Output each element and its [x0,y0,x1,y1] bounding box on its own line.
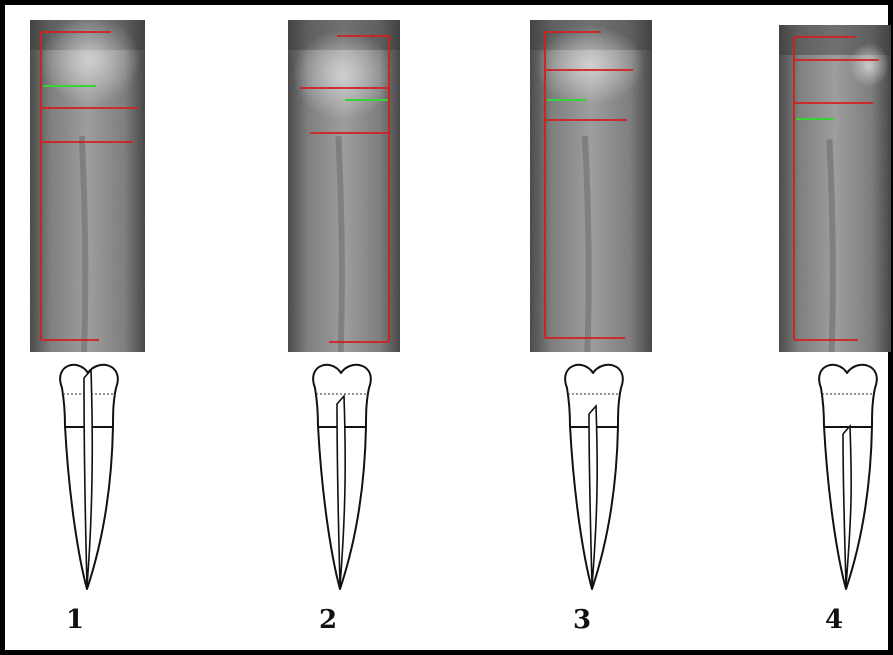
radiograph-image [530,20,652,352]
radiograph-1 [30,20,145,352]
radiograph-image [30,20,145,352]
root-canal [843,426,851,586]
root-canal [589,406,597,586]
panel-label-3: 3 [562,605,602,635]
radiograph-3 [530,20,652,352]
panel-label-2: 2 [308,605,348,635]
root-canal [84,370,92,586]
tooth-diagram-4 [808,360,888,596]
radiograph-4 [779,25,891,352]
tooth-diagram-3 [554,360,634,596]
tooth-diagram-2 [302,360,382,596]
radiograph-image [288,20,400,352]
tooth-diagram-1 [49,360,129,596]
root-canal [337,396,345,586]
radiograph-2 [288,20,400,352]
radiograph-image [779,25,891,352]
panel-label-1: 1 [55,605,95,635]
panel-label-4: 4 [814,605,854,635]
